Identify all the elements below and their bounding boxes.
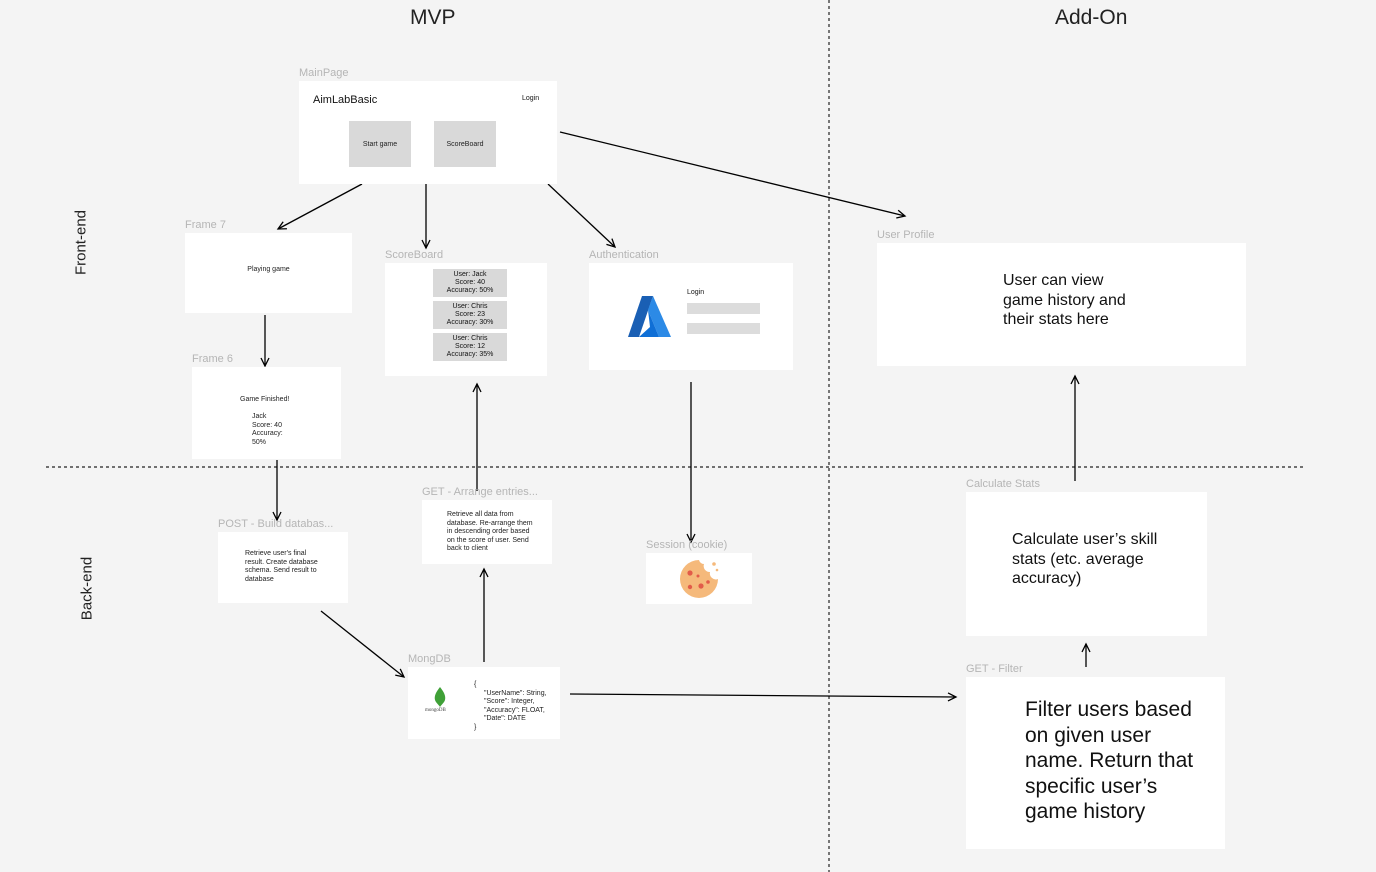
scoreboard-entry: User: Chris Score: 12 Accuracy: 35%	[433, 333, 507, 361]
frame-label-calculate-stats: Calculate Stats	[966, 478, 1040, 490]
username-input[interactable]	[687, 303, 760, 314]
entry-score: Score: 12	[455, 343, 485, 350]
column-title-addon: Add-On	[1055, 6, 1128, 29]
user-profile-text: User can view game history and their sta…	[1003, 272, 1126, 328]
entry-user: User: Chris	[452, 335, 488, 342]
result-player: Jack	[252, 413, 267, 420]
frame-label-get-filter: GET - Filter	[966, 663, 1023, 675]
schema-score: "Score": Integer,	[484, 698, 535, 705]
arrow-main-to-profile	[559, 131, 907, 219]
get-filter-frame: Filter users based on given user name. R…	[966, 677, 1225, 849]
arrow-mongodb-to-filter	[569, 692, 958, 702]
entry-accuracy: Accuracy: 35%	[446, 351, 494, 358]
entry-user: User: Jack	[453, 271, 487, 278]
start-game-button[interactable]: Start game	[349, 121, 411, 167]
azure-logo-icon	[628, 296, 671, 337]
post-build-text: Retrieve user's final result. Create dat…	[245, 550, 318, 583]
schema-close-brace: }	[474, 723, 477, 731]
entry-score: Score: 23	[455, 311, 485, 318]
entry-accuracy: Accuracy: 50%	[446, 287, 494, 294]
entry-user: User: Chris	[452, 303, 488, 310]
arrow-main-to-auth	[547, 183, 617, 248]
session-frame	[646, 553, 752, 604]
frame-label-frame7: Frame 7	[185, 219, 226, 231]
schema-open-brace: {	[474, 681, 477, 688]
frame-label-mainpage: MainPage	[299, 67, 349, 79]
schema-username: "UserName": String,	[484, 689, 547, 697]
result-score: Score: 40	[252, 421, 282, 429]
frame-label-frame6: Frame 6	[192, 353, 233, 365]
scoreboard-entry: User: Chris Score: 23 Accuracy: 30%	[433, 301, 507, 329]
result-accuracy-value: 50%	[252, 438, 267, 446]
column-title-mvp: MVP	[410, 6, 456, 29]
game-finished-heading: Game Finished!	[240, 396, 290, 403]
frame-label-mongodb: MongDB	[408, 653, 451, 665]
mongodb-logo-text: mongoDB	[425, 708, 446, 713]
result-accuracy-label: Accuracy:	[252, 430, 283, 437]
password-input[interactable]	[687, 323, 760, 334]
mainpage-frame: AimLabBasic Login Start game ScoreBoard	[299, 81, 557, 184]
playing-game-text: Playing game	[247, 266, 290, 273]
user-profile-frame: User can view game history and their sta…	[877, 243, 1246, 366]
schema-accuracy: "Accuracy": FLOAT,	[484, 706, 545, 714]
frame-label-authentication: Authentication	[589, 249, 659, 261]
mongodb-frame: mongoDB { "UserName": String, "Score": I…	[408, 667, 560, 739]
frame-label-post-build: POST - Build databas...	[218, 518, 334, 530]
frame-label-user-profile: User Profile	[877, 229, 935, 241]
frame6-game-finished: Game Finished! Jack Score: 40 Accuracy: …	[192, 367, 341, 459]
app-title: AimLabBasic	[313, 94, 378, 106]
auth-login-title: Login	[687, 289, 705, 296]
frame-label-get-arrange: GET - Arrange entries...	[422, 486, 538, 498]
mongodb-leaf-icon	[434, 687, 446, 707]
scoreboard-frame: User: Jack Score: 40 Accuracy: 50% User:…	[385, 263, 547, 376]
frame-label-session: Session (cookie)	[646, 539, 728, 551]
calculate-stats-text: Calculate user’s skill stats (etc. avera…	[1012, 531, 1158, 587]
get-arrange-text: Retrieve all data from database. Re-arra…	[447, 511, 533, 552]
entry-accuracy: Accuracy: 30%	[446, 319, 494, 326]
login-link[interactable]: Login	[522, 95, 540, 102]
post-build-frame: Retrieve user's final result. Create dat…	[218, 532, 348, 603]
get-filter-text: Filter users based on given user name. R…	[1025, 698, 1194, 823]
scoreboard-button[interactable]: ScoreBoard	[434, 121, 496, 167]
schema-date: "Date": DATE	[484, 715, 526, 722]
entry-score: Score: 40	[455, 279, 485, 286]
scoreboard-entry: User: Jack Score: 40 Accuracy: 50%	[433, 269, 507, 297]
get-arrange-frame: Retrieve all data from database. Re-arra…	[422, 500, 552, 564]
authentication-frame: Login	[589, 263, 793, 370]
frame7-playing-game: Playing game	[185, 233, 352, 313]
cookie-icon	[680, 560, 719, 598]
calculate-stats-frame: Calculate user’s skill stats (etc. avera…	[966, 492, 1207, 636]
arrow-post-to-mongodb	[320, 610, 406, 678]
frame-label-scoreboard: ScoreBoard	[385, 249, 444, 261]
arrow-main-to-frame7	[276, 183, 363, 230]
